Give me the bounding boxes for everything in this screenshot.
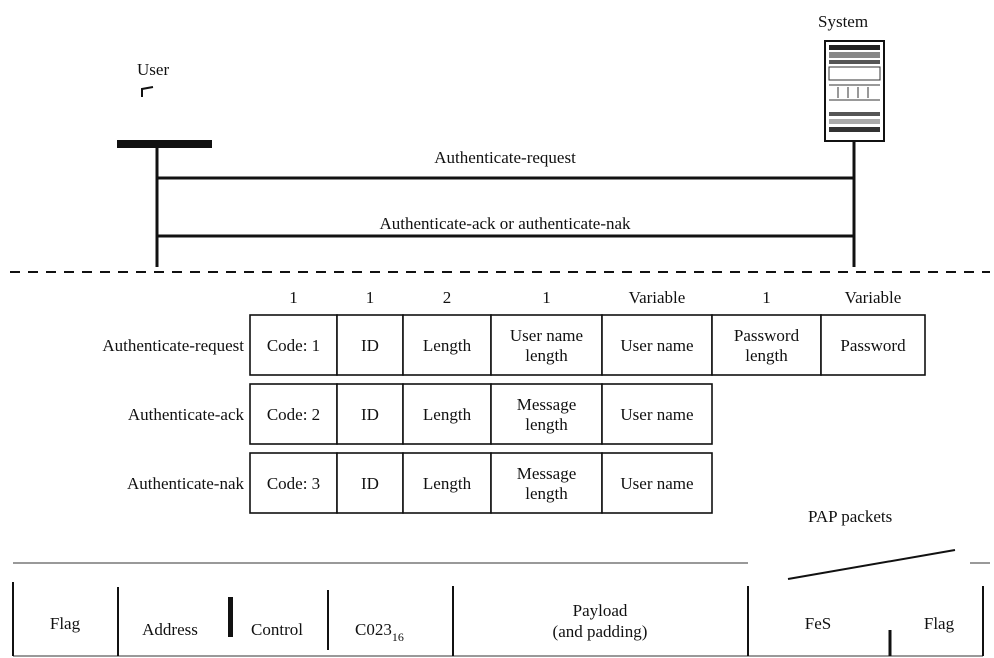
packet-field-box <box>601 383 713 445</box>
user-terminal-icon <box>141 86 154 97</box>
user-station-bar <box>117 140 212 148</box>
request-message-label: Authenticate-request <box>434 148 576 167</box>
packet-field-label: ID <box>361 405 379 424</box>
user-label: User <box>137 60 169 79</box>
packet-field-box <box>490 314 603 376</box>
system-label: System <box>818 12 868 31</box>
packet-row: Authenticate-request Code: 1 ID Length User … <box>102 314 926 376</box>
packet-field-box <box>402 383 492 445</box>
field-size-5: 1 <box>762 288 771 307</box>
packet-field-label: User name <box>620 474 693 493</box>
packet-field-label: Code: 3 <box>267 474 320 493</box>
field-size-1: 1 <box>366 288 375 307</box>
packet-field-box <box>490 383 603 445</box>
frame-payload-line1: Payload <box>573 601 628 620</box>
packets-caption: PAP packets <box>808 507 892 526</box>
packet-field-label: Code: 1 <box>267 336 320 355</box>
packet-field-box <box>402 314 492 376</box>
packet-field-box <box>249 452 338 514</box>
packet-field-label: Length <box>423 336 472 355</box>
packet-field-box <box>249 383 338 445</box>
protocol-subscript: 16 <box>392 630 404 644</box>
ppp-frame: Flag Address Control C02316 Payload (and… <box>12 549 990 657</box>
frame-payload-line2: (and padding) <box>553 622 648 641</box>
packet-field-label: User name <box>620 336 693 355</box>
field-size-2: 2 <box>443 288 452 307</box>
frame-flag-right: Flag <box>924 614 955 633</box>
packet-field-box <box>490 452 603 514</box>
field-size-6: Variable <box>845 288 902 307</box>
protocol-value: C023 <box>355 620 392 639</box>
packet-field-box <box>336 383 404 445</box>
divider-address-control <box>228 597 233 637</box>
frame-address: Address <box>142 620 198 639</box>
field-size-3: 1 <box>542 288 551 307</box>
packet-field-box <box>601 314 713 376</box>
sequence-diagram: User System Authenticate-request Authent… <box>117 12 885 267</box>
field-size-0: 1 <box>289 288 298 307</box>
packet-field-label: ID <box>361 336 379 355</box>
packet-field-box <box>820 314 926 376</box>
frame-fcs: FeS <box>805 614 831 633</box>
field-size-row: 1 1 2 1 Variable 1 Variable <box>289 288 901 307</box>
field-size-4: Variable <box>629 288 686 307</box>
packet-field-label: Length <box>423 474 472 493</box>
packet-field-label: Code: 2 <box>267 405 320 424</box>
frame-protocol-value: C02316 <box>355 620 404 644</box>
reply-message-label: Authenticate-ack or authenticate-nak <box>379 214 631 233</box>
packet-row-label: Authenticate-nak <box>127 474 245 493</box>
packet-field-box <box>402 452 492 514</box>
pap-packets: 1 1 2 1 Variable 1 Variable Authenticate-reque… <box>102 288 926 526</box>
packet-field-box <box>249 314 338 376</box>
packet-field-label: Password <box>840 336 906 355</box>
packet-field-box <box>711 314 822 376</box>
frame-control: Control <box>251 620 303 639</box>
packet-field-label: ID <box>361 474 379 493</box>
frame-expansion-line <box>787 549 956 580</box>
frame-flag-left: Flag <box>50 614 81 633</box>
packet-field-label: Length <box>423 405 472 424</box>
packet-row-label: Authenticate-request <box>102 336 244 355</box>
packet-field-label: User name <box>620 405 693 424</box>
server-icon <box>824 40 885 142</box>
packet-row-label: Authenticate-ack <box>128 405 245 424</box>
packet-field-box <box>601 452 713 514</box>
